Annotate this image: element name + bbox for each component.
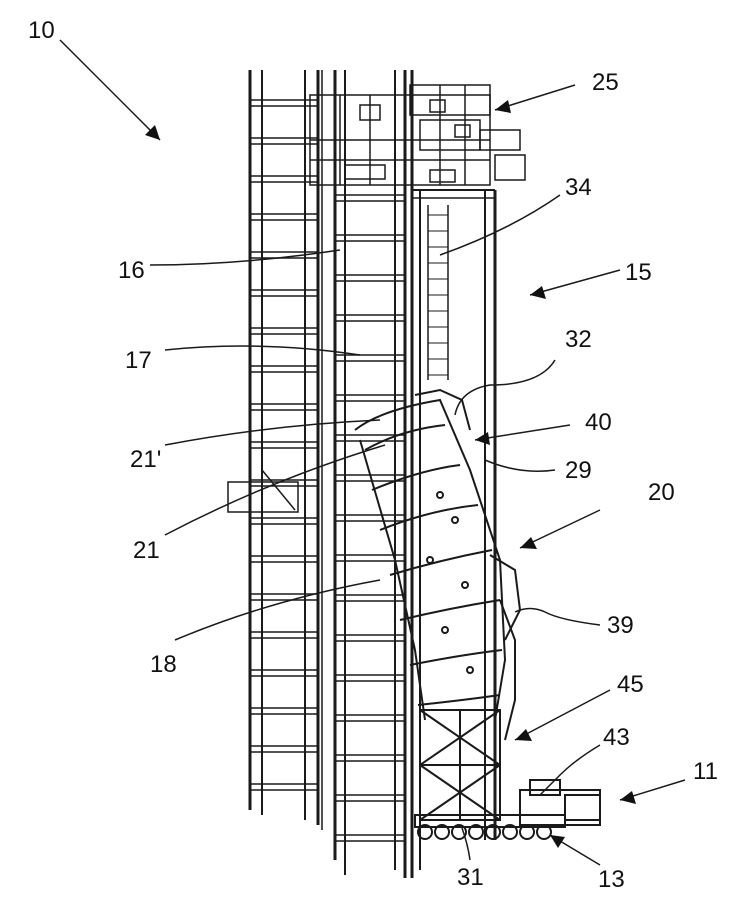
leader-39 (515, 609, 600, 626)
label-13: 13 (598, 866, 625, 893)
label-40: 40 (585, 409, 612, 436)
label-15: 15 (625, 259, 652, 286)
label-11: 11 (693, 758, 718, 785)
arrow-40 (475, 425, 570, 440)
label-45: 45 (617, 671, 644, 698)
label-29: 29 (565, 457, 592, 484)
arrow-45 (515, 690, 610, 740)
label-18: 18 (150, 651, 177, 678)
leader-34 (440, 195, 560, 255)
leader-43 (540, 745, 600, 795)
label-34: 34 (565, 174, 592, 201)
label-21-prime: 21' (130, 446, 161, 473)
label-17: 17 (125, 347, 152, 374)
leader-18 (175, 580, 380, 640)
label-32: 32 (565, 326, 592, 353)
label-10: 10 (28, 17, 55, 44)
lattice-base (420, 710, 500, 820)
label-43: 43 (603, 724, 630, 751)
left-tower (250, 70, 322, 830)
label-16: 16 (118, 257, 145, 284)
label-31: 31 (457, 864, 484, 891)
label-39: 39 (607, 612, 634, 639)
top-machinery (310, 85, 525, 185)
label-25: 25 (592, 69, 619, 96)
label-21: 21 (133, 537, 160, 564)
arrow-10 (60, 40, 160, 140)
right-tower (412, 70, 495, 878)
label-20: 20 (648, 479, 675, 506)
base-platform (415, 780, 600, 839)
leader-32 (455, 360, 555, 415)
